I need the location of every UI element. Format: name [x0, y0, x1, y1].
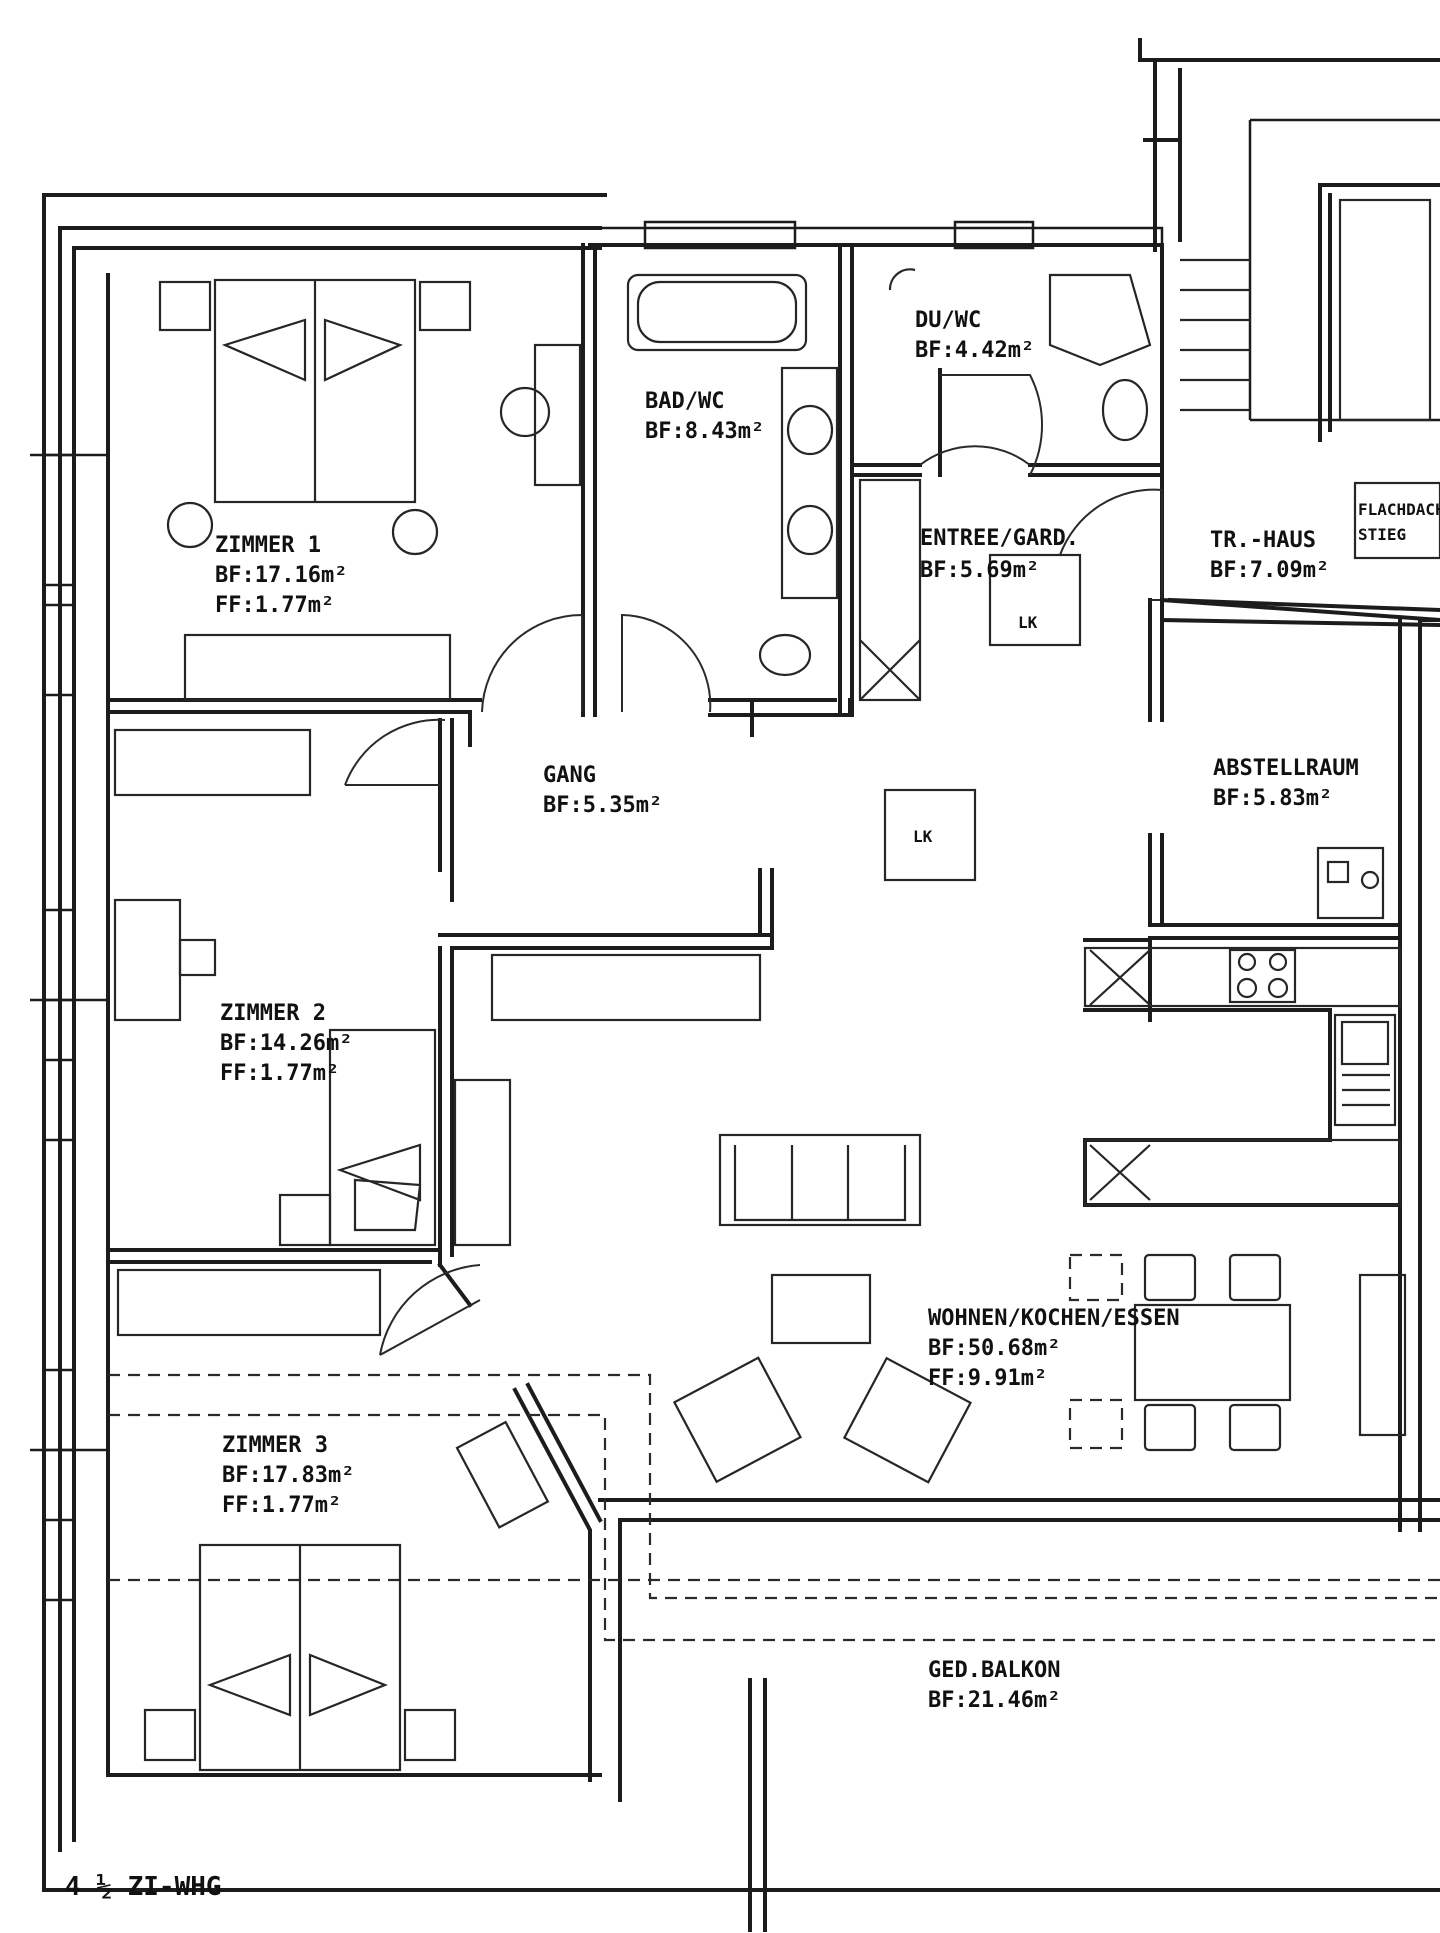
- zimmer1-bf: BF:17.16m²: [215, 563, 347, 588]
- doors: [344, 374, 1163, 1356]
- chair: [499, 386, 551, 438]
- shower: [1048, 273, 1152, 367]
- sink: [786, 404, 834, 456]
- zimmer3-bf: BF:17.83m²: [222, 1463, 354, 1488]
- nightstand: [403, 1708, 457, 1762]
- flachdach-box: [1353, 481, 1440, 560]
- zimmer1-ff: FF:1.77m²: [215, 593, 334, 618]
- desk: [533, 343, 582, 487]
- sofa: [718, 1133, 922, 1227]
- interior-walls: [106, 243, 1440, 1542]
- wohnen-ff: FF:9.91m²: [928, 1366, 1047, 1391]
- zimmer2-bf: BF:14.26m²: [220, 1031, 352, 1056]
- dining-table: [1133, 1303, 1292, 1402]
- gang-name: GANG: [543, 763, 596, 788]
- bad-bf: BF:8.43m²: [645, 419, 764, 444]
- zimmer2-name: ZIMMER 2: [220, 1001, 326, 1026]
- room-labels: ZIMMER 1 BF:17.16m² FF:1.77m² BAD/WC BF:…: [65, 308, 1440, 1902]
- sideboard: [1358, 1273, 1407, 1437]
- balkon-bf: BF:21.46m²: [928, 1688, 1060, 1713]
- gang-bf: BF:5.35m²: [543, 793, 662, 818]
- lk-label: LK: [1018, 613, 1038, 632]
- nightstand: [278, 1193, 332, 1247]
- stove: [1228, 948, 1297, 1004]
- apartment-caption: 4 ½ ZI-WHG: [65, 1872, 222, 1902]
- entree-bf: BF:5.69m²: [920, 558, 1039, 583]
- wohnen-bf: BF:50.68m²: [928, 1336, 1060, 1361]
- du-name: DU/WC: [915, 308, 981, 333]
- abstellraum-bf: BF:5.83m²: [1213, 786, 1332, 811]
- nightstand: [418, 280, 472, 332]
- furniture: [113, 198, 1440, 1772]
- toilet: [1101, 378, 1149, 442]
- toilet: [758, 633, 812, 677]
- sink: [786, 504, 834, 556]
- nightstand: [143, 1708, 197, 1762]
- kitchen-counter: [1083, 946, 1402, 1008]
- balkon-name: GED.BALKON: [928, 1658, 1060, 1683]
- top-windows: [643, 220, 1035, 250]
- coffee-table: [770, 1273, 872, 1345]
- shelf: [453, 1078, 512, 1247]
- left-windows: [30, 453, 108, 1602]
- wardrobe: [183, 633, 452, 702]
- appliance: [1316, 846, 1385, 920]
- flachdach-line2: STIEG: [1358, 525, 1406, 544]
- wardrobe: [116, 1268, 382, 1337]
- flachdach-line1: FLACHDACH: [1358, 500, 1440, 519]
- vanity: [780, 366, 839, 600]
- trhaus-bf: BF:7.09m²: [1210, 558, 1329, 583]
- abstellraum-name: ABSTELLRAUM: [1213, 756, 1359, 781]
- desk: [113, 898, 182, 1022]
- kitchen-counter: [1083, 1138, 1402, 1207]
- exterior-walls: [42, 38, 1440, 1932]
- dashed-lines: [108, 1373, 1440, 1642]
- lamp: [391, 508, 439, 556]
- bad-name: BAD/WC: [645, 389, 724, 414]
- desk: [455, 1420, 550, 1529]
- zimmer2-ff: FF:1.77m²: [220, 1061, 339, 1086]
- wardrobe: [113, 728, 312, 797]
- du-bf: BF:4.42m²: [915, 338, 1034, 363]
- sideboard: [490, 953, 762, 1022]
- bathtub: [626, 273, 808, 352]
- armchair: [842, 1356, 972, 1484]
- zimmer3-ff: FF:1.77m²: [222, 1493, 341, 1518]
- lk-label: LK: [913, 827, 933, 846]
- zimmer3-name: ZIMMER 3: [222, 1433, 328, 1458]
- zimmer1-name: ZIMMER 1: [215, 533, 321, 558]
- bed: [328, 1028, 437, 1247]
- trhaus-name: TR.-HAUS: [1210, 528, 1316, 553]
- entree-name: ENTREE/GARD.: [920, 526, 1079, 551]
- lamp: [166, 501, 214, 549]
- kitchen-sink: [1333, 1013, 1397, 1127]
- nightstand: [158, 280, 212, 332]
- wohnen-name: WOHNEN/KOCHEN/ESSEN: [928, 1306, 1180, 1331]
- armchair: [672, 1356, 802, 1484]
